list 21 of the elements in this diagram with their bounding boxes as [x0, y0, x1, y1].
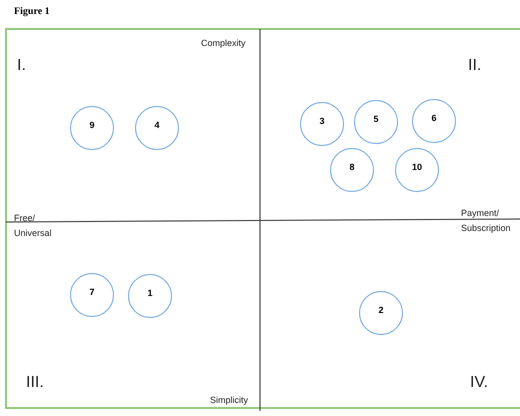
number-circle: 6 — [412, 99, 456, 143]
quadrant-number: I. — [17, 57, 26, 75]
number-circle: 10 — [395, 148, 439, 192]
number-circle: 4 — [135, 106, 179, 150]
number-circle: 7 — [70, 273, 114, 317]
figure-title: Figure 1 — [14, 6, 50, 17]
axis-label: Free/ — [14, 213, 36, 223]
quadrant-number: IV. — [470, 374, 488, 392]
axis-label: Complexity — [201, 38, 246, 48]
axis-label: Simplicity — [210, 395, 248, 405]
number-circle: 8 — [330, 148, 374, 192]
axis-label: Universal — [14, 228, 52, 238]
axis-label: Subscription — [461, 223, 511, 233]
number-circle: 9 — [70, 106, 114, 150]
quadrant-number: III. — [26, 374, 44, 392]
quadrant-number: II. — [468, 57, 482, 75]
number-circle: 1 — [128, 274, 172, 318]
number-circle: 3 — [300, 102, 344, 146]
number-circle: 2 — [359, 291, 403, 335]
axis-label: Payment/ — [461, 208, 500, 218]
number-circle: 5 — [354, 100, 398, 144]
